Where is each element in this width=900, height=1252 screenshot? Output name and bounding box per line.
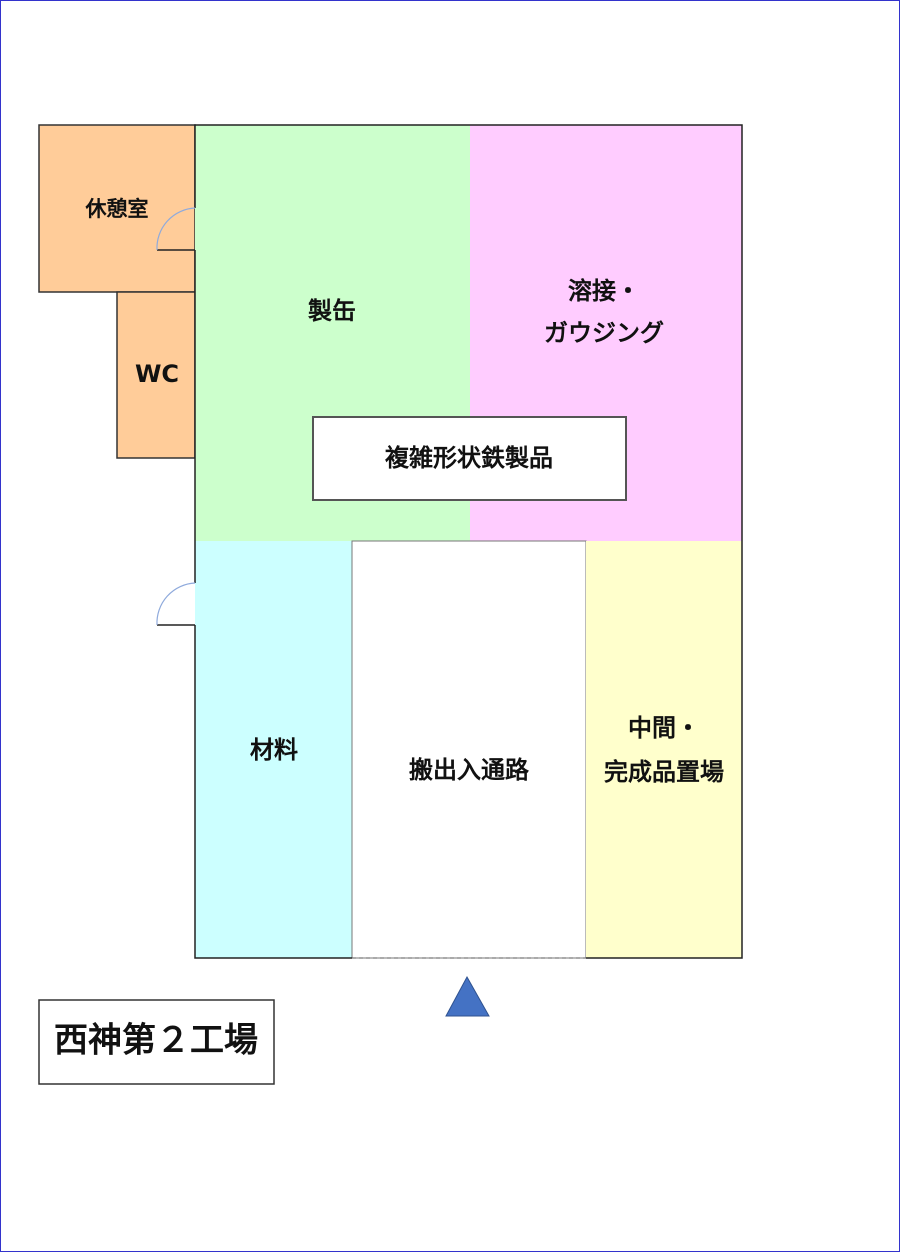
welding-label-line2: ガウジング [544,319,664,347]
material-zone [195,541,352,958]
fabrication-label: 製缶 [308,297,356,325]
material-label: 材料 [250,736,298,764]
welding-label-line1: 溶接・ [568,277,640,305]
storage-zone [586,541,742,958]
rest-room-label: 休憩室 [85,197,149,221]
triangle-up-icon [445,975,490,1017]
wc-area [116,291,196,459]
rest-room-area [38,124,196,293]
product-box [312,416,627,501]
aisle-zone [351,540,587,959]
product-label: 複雑形状鉄製品 [385,444,553,472]
door-swing-icon [156,582,196,626]
door-swing-icon [156,207,196,251]
factory-title: 西神第２工場 [54,1021,258,1061]
aisle-label: 搬出入通路 [409,756,530,784]
building-wall [194,124,743,959]
storage-label-line2: 完成品置場 [604,758,724,786]
title-box [38,999,275,1085]
wc-label: WC [135,360,179,388]
storage-label-line1: 中間・ [628,714,700,742]
